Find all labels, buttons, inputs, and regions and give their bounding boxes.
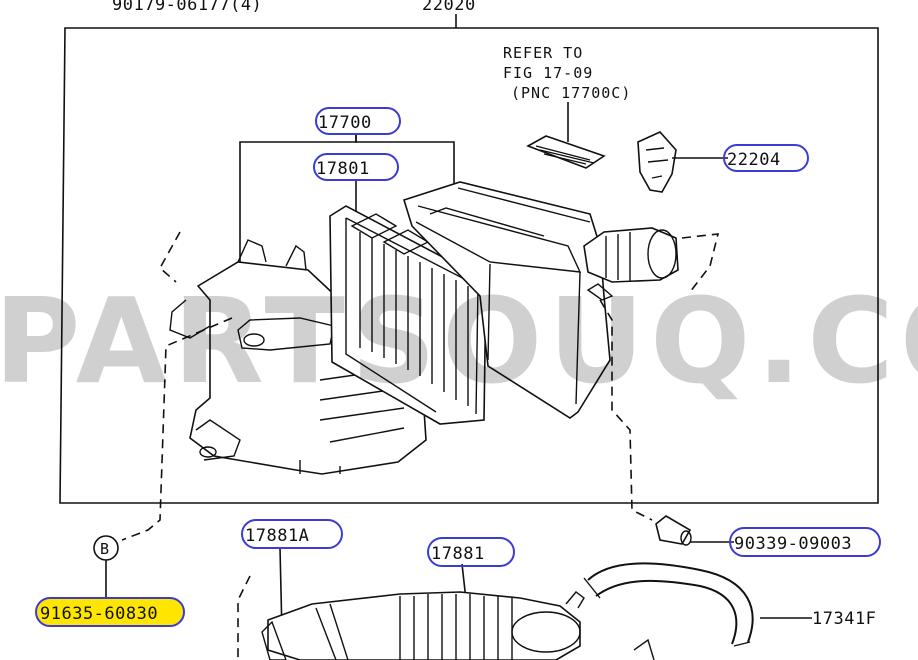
b-reference-label: B xyxy=(100,540,110,558)
reference-note-line3: (PNC 17700C) xyxy=(511,84,631,102)
reference-note-line1: REFER TO xyxy=(503,44,583,62)
callout-22204[interactable]: 22204 xyxy=(723,144,809,172)
dashed-leader-to-90339 xyxy=(599,299,653,521)
dashed-indicator-right xyxy=(681,233,720,293)
callout-17341F[interactable]: 17341F xyxy=(812,609,876,629)
callout-17801-label: 17801 xyxy=(316,159,370,179)
callout-17881A-label: 17881A xyxy=(245,526,309,546)
intake-outlet xyxy=(583,227,679,301)
mass-air-flow-sensor xyxy=(637,131,677,193)
leader-17700-right xyxy=(355,134,455,186)
vacuum-hose xyxy=(583,562,754,647)
air-intake-hose xyxy=(261,591,585,660)
reference-note-line2: FIG 17-09 xyxy=(503,64,593,82)
watermark: PARTSOUQ.COM xyxy=(0,272,918,410)
callout-17700-label: 17700 xyxy=(318,113,372,133)
label-sticker xyxy=(526,135,606,169)
callout-91635-60830[interactable]: 91635-60830 xyxy=(35,597,185,627)
callout-91635-label: 91635-60830 xyxy=(40,604,158,624)
callout-17881A[interactable]: 17881A xyxy=(241,519,343,549)
callout-90339-09003[interactable]: 90339-09003 xyxy=(729,527,881,557)
callout-22204-label: 22204 xyxy=(727,150,781,170)
grommet-plug xyxy=(655,515,692,546)
callout-17881-label: 17881 xyxy=(431,544,485,564)
header-part-number-top: 22020 xyxy=(422,0,476,15)
dashed-indicator-lower xyxy=(237,575,251,660)
air-cleaner-cap xyxy=(403,181,611,419)
callout-17801[interactable]: 17801 xyxy=(313,153,399,181)
hose-clamp xyxy=(633,638,655,660)
dashed-leader-to-b xyxy=(121,317,233,541)
callout-17881[interactable]: 17881 xyxy=(427,537,515,567)
header-part-number-left: 90179-06177(4) xyxy=(112,0,262,15)
assembly-frame xyxy=(59,27,879,504)
callout-17700[interactable]: 17700 xyxy=(315,107,401,135)
callout-17341F-label: 17341F xyxy=(812,609,876,629)
callout-90339-label: 90339-09003 xyxy=(734,534,852,554)
